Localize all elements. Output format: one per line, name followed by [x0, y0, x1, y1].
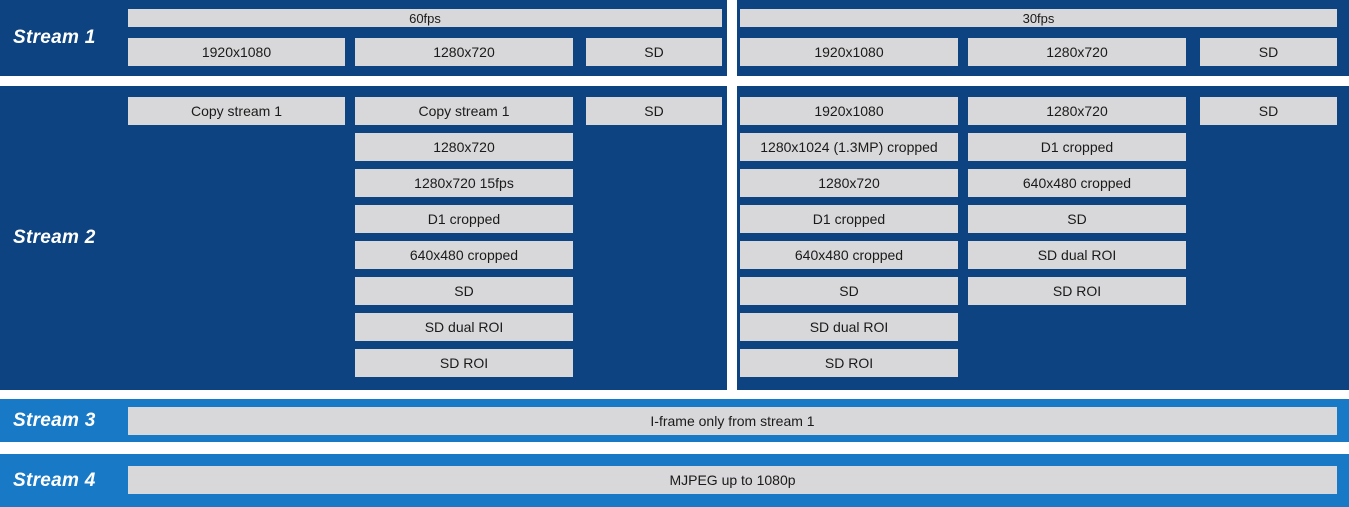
- option-box: Copy stream 1: [355, 97, 573, 125]
- stream-1-band: Stream 1 60fps 1920x1080 1280x720 SD 30f…: [0, 0, 1349, 76]
- stream-3-label: Stream 3: [13, 409, 96, 431]
- option-box: 1280x720: [968, 97, 1186, 125]
- option-box: SD ROI: [355, 349, 573, 377]
- option-box: 1280x720: [355, 38, 573, 66]
- option-box: SD: [1200, 38, 1337, 66]
- group-divider: [727, 86, 737, 390]
- option-box: 1280x1024 (1.3MP) cropped: [740, 133, 958, 161]
- option-box: 1280x720: [355, 133, 573, 161]
- option-box: I-frame only from stream 1: [128, 407, 1337, 435]
- option-box: D1 cropped: [740, 205, 958, 233]
- option-box: D1 cropped: [968, 133, 1186, 161]
- option-box: SD ROI: [968, 277, 1186, 305]
- option-box: 1280x720 15fps: [355, 169, 573, 197]
- group-divider: [727, 0, 737, 76]
- stream-4-band: Stream 4 MJPEG up to 1080p: [0, 454, 1349, 507]
- option-box: SD: [586, 97, 722, 125]
- option-box: SD: [1200, 97, 1337, 125]
- option-box: 640x480 cropped: [740, 241, 958, 269]
- option-box: D1 cropped: [355, 205, 573, 233]
- stream-4-label: Stream 4: [13, 469, 96, 491]
- option-box: SD: [355, 277, 573, 305]
- stream-1-60fps-header: 60fps: [128, 9, 722, 27]
- option-box: 1920x1080: [740, 97, 958, 125]
- option-box: SD ROI: [740, 349, 958, 377]
- option-box: MJPEG up to 1080p: [128, 466, 1337, 494]
- option-box: SD dual ROI: [968, 241, 1186, 269]
- option-box: SD: [740, 277, 958, 305]
- option-box: 640x480 cropped: [355, 241, 573, 269]
- option-box: 1920x1080: [128, 38, 345, 66]
- stream-2-band: Stream 2 Copy stream 1 Copy stream 1 128…: [0, 86, 1349, 390]
- option-box: Copy stream 1: [128, 97, 345, 125]
- option-box: 1280x720: [968, 38, 1186, 66]
- option-box: SD: [968, 205, 1186, 233]
- option-box: 1280x720: [740, 169, 958, 197]
- option-box: SD: [586, 38, 722, 66]
- stream-1-30fps-header: 30fps: [740, 9, 1337, 27]
- option-box: SD dual ROI: [740, 313, 958, 341]
- option-box: 1920x1080: [740, 38, 958, 66]
- stream-2-label: Stream 2: [13, 227, 96, 248]
- stream-1-label: Stream 1: [13, 27, 96, 48]
- option-box: 640x480 cropped: [968, 169, 1186, 197]
- stream-3-band: Stream 3 I-frame only from stream 1: [0, 399, 1349, 442]
- option-box: SD dual ROI: [355, 313, 573, 341]
